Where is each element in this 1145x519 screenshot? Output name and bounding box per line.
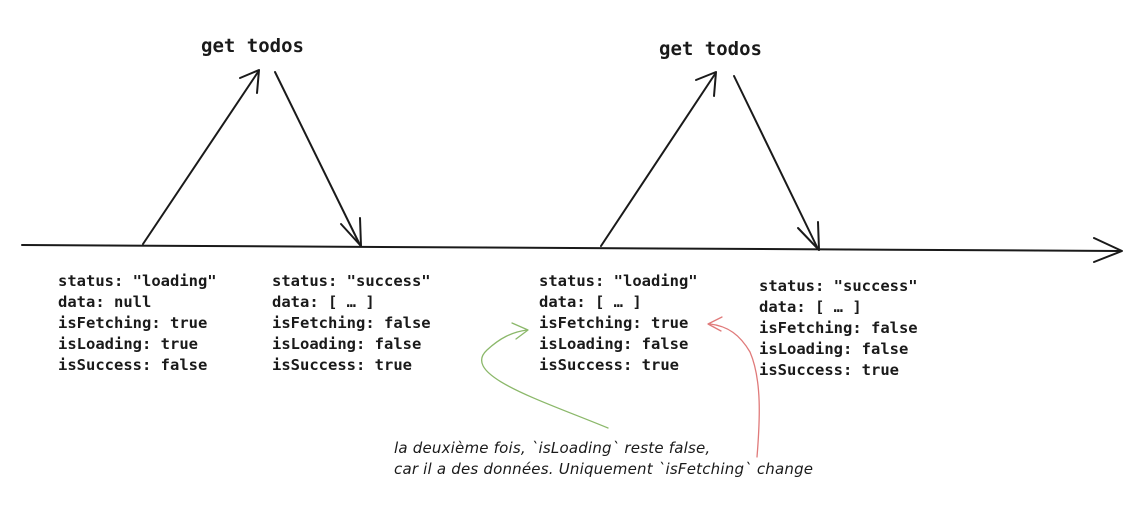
- annotation-arrowhead-isloading: [511, 322, 529, 340]
- annotation-note-line-1: la deuxième fois, `isLoading` reste fals…: [394, 439, 711, 457]
- request-up-arrow-1: [142, 71, 259, 245]
- state-isloading: isLoading: true: [58, 335, 198, 353]
- annotation-arrow-isfetching: [709, 323, 760, 458]
- annotation-note: la deuxième fois, `isLoading` reste fals…: [394, 438, 813, 480]
- annotation-note-line-2: car il a des données. Uniquement `isFetc…: [394, 460, 814, 478]
- state-status: status: "success": [759, 277, 918, 295]
- state-isloading: isLoading: false: [759, 340, 909, 358]
- state-block-4: status: "success" data: [ … ] isFetching…: [759, 276, 918, 381]
- state-isfetching: isFetching: false: [759, 319, 918, 337]
- response-down-arrow-2: [733, 75, 819, 250]
- state-block-2: status: "success" data: [ … ] isFetching…: [272, 271, 431, 376]
- response-down-arrowhead-1: [340, 217, 362, 247]
- request-up-arrowhead-2: [695, 71, 717, 97]
- state-data: data: null: [58, 293, 152, 311]
- response-down-arrow-1: [274, 71, 361, 246]
- state-status: status: "success": [272, 272, 431, 290]
- response-down-arrowhead-2: [797, 221, 820, 251]
- state-isloading: isLoading: false: [272, 335, 422, 353]
- state-isloading: isLoading: false: [539, 335, 689, 353]
- state-isfetching: isFetching: false: [272, 314, 431, 332]
- state-issuccess: isSuccess: false: [58, 356, 208, 374]
- request-label-2: get todos: [659, 38, 762, 60]
- state-data: data: [ … ]: [272, 293, 375, 311]
- state-isfetching: isFetching: true: [58, 314, 208, 332]
- request-up-arrowhead-1: [239, 69, 260, 94]
- request-label-1: get todos: [201, 35, 304, 57]
- state-block-3: status: "loading" data: [ … ] isFetching…: [539, 271, 698, 376]
- state-issuccess: isSuccess: true: [539, 356, 679, 374]
- state-block-1: status: "loading" data: null isFetching:…: [58, 271, 217, 376]
- state-isfetching: isFetching: true: [539, 314, 689, 332]
- state-data: data: [ … ]: [759, 298, 862, 316]
- request-up-arrow-2: [600, 73, 716, 247]
- state-status: status: "loading": [58, 272, 217, 290]
- annotation-arrowhead-isfetching: [707, 316, 723, 332]
- timeline-arrowhead: [1093, 237, 1123, 263]
- state-issuccess: isSuccess: true: [759, 361, 899, 379]
- state-status: status: "loading": [539, 272, 698, 290]
- state-data: data: [ … ]: [539, 293, 642, 311]
- timeline-axis: [21, 244, 1121, 252]
- annotation-arrow-isloading: [480, 329, 609, 429]
- state-issuccess: isSuccess: true: [272, 356, 412, 374]
